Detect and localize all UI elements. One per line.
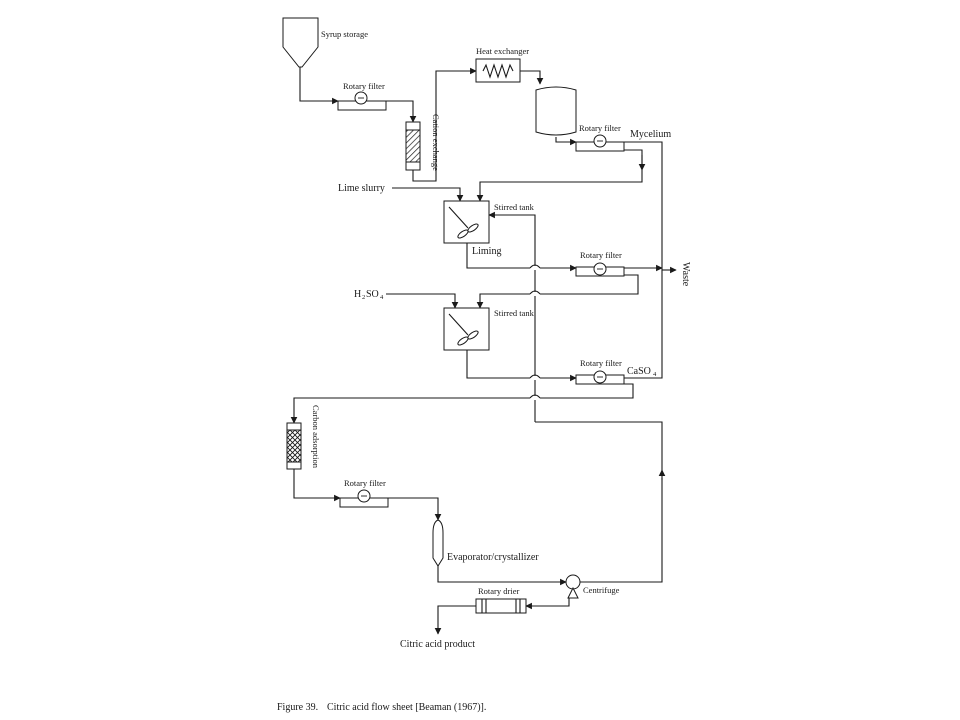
evaporator-crystallizer	[432, 519, 444, 567]
h2so4-h: H	[354, 289, 361, 300]
heat-exchanger	[475, 58, 521, 83]
stirred-tank-2	[443, 307, 490, 351]
rotary-filter-1	[337, 91, 387, 111]
caption-text: Citric acid flow sheet [Beaman (1967)].	[327, 702, 486, 713]
h2so4-sub-4: 4	[380, 294, 384, 301]
rotary-filter-4-label: Rotary filter	[580, 358, 622, 368]
caso4-main: CaSO	[627, 366, 651, 377]
centrifuge-label: Centrifuge	[583, 585, 620, 595]
caption-number: Figure 39.	[277, 702, 318, 713]
waste-label: Waste	[680, 262, 691, 287]
stirred-tank-2-label: Stirred tank	[494, 308, 535, 318]
syrup-storage-label: Syrup storage	[321, 29, 368, 39]
rotary-filter-3-label: Rotary filter	[580, 250, 622, 260]
rotary-filter-3	[575, 262, 625, 277]
cation-exchange-column	[405, 121, 421, 171]
rotary-drier-label: Rotary drier	[478, 586, 519, 596]
centrifuge	[565, 574, 581, 599]
carbon-adsorption-column	[286, 422, 302, 470]
rotary-filter-2	[575, 134, 625, 152]
rotary-drier	[475, 598, 527, 614]
liming-label: Liming	[472, 246, 501, 257]
rotary-filter-5	[339, 489, 389, 508]
stirred-tank-1	[443, 200, 490, 244]
rotary-filter-4	[575, 370, 625, 385]
stirred-tank-1-label: Stirred tank	[494, 202, 535, 212]
syrup-storage-hopper	[282, 17, 319, 68]
caso4-sub: 4	[653, 371, 657, 378]
h2so4-so: SO	[366, 289, 379, 300]
caso4-label: CaSO 4	[627, 366, 657, 378]
heat-exchanger-label: Heat exchanger	[476, 46, 529, 56]
rotary-filter-2-label: Rotary filter	[579, 123, 621, 133]
h2so4-sub-2: 2	[362, 294, 365, 301]
mycelium-label: Mycelium	[630, 129, 671, 140]
figure-caption: Figure 39. Citric acid flow sheet [Beama…	[277, 702, 486, 713]
evaporator-label: Evaporator/crystallizer	[447, 552, 539, 563]
carbon-adsorption-label: Carbon adsorption	[311, 405, 321, 469]
citric-acid-product-label: Citric acid product	[400, 639, 475, 650]
rotary-filter-1-label: Rotary filter	[343, 81, 385, 91]
h2so4-label: H 2 SO 4	[354, 289, 384, 301]
rotary-filter-5-label: Rotary filter	[344, 478, 386, 488]
lime-slurry-label: Lime slurry	[338, 183, 385, 194]
fermenter-vessel	[535, 86, 577, 136]
